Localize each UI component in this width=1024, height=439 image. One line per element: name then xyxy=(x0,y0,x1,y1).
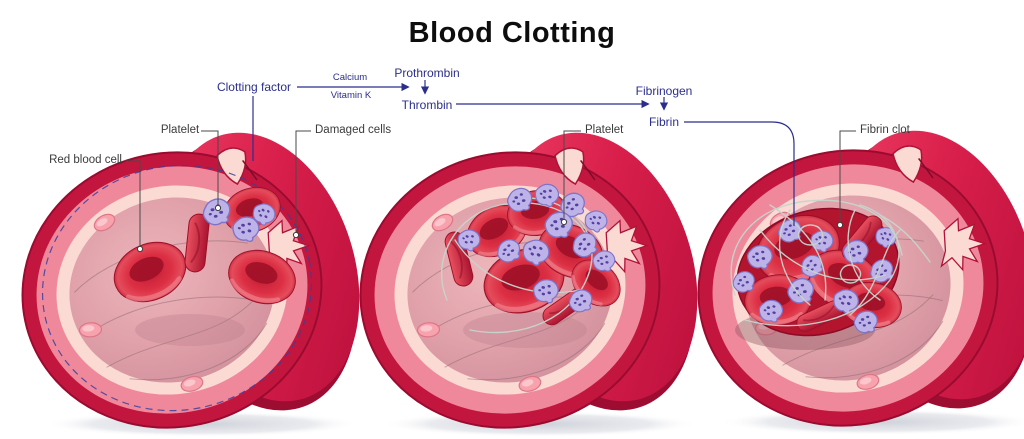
platelet-stage1-leader-line xyxy=(201,130,219,205)
lumen-shadow xyxy=(135,314,245,346)
label-fibrin-clot: Fibrin clot xyxy=(860,124,910,136)
lumen-shadow xyxy=(463,312,587,348)
flow-label-clotting-factor: Clotting factor xyxy=(216,80,292,94)
flow-label-vitamin-k: Vitamin K xyxy=(330,90,372,101)
blood-vessel-stage-3 xyxy=(673,105,1024,439)
fibrin-mesh xyxy=(730,199,931,327)
dashed-clotting-factor-outline xyxy=(41,164,313,412)
flow-label-fibrinogen: Fibrinogen xyxy=(635,84,693,98)
damaged-cells-leader-line xyxy=(295,130,311,232)
platelet-stage1-leader-dot xyxy=(214,204,222,212)
annotation-leader-lines xyxy=(125,130,856,253)
blood-vessel-stage-2 xyxy=(335,107,730,439)
fibrin-clot-leader-line xyxy=(839,130,856,222)
flow-label-prothrombin: Prothrombin xyxy=(394,66,460,80)
fibrin-clot-leader-dot xyxy=(836,221,844,229)
label-red-blood-cell: Red blood cell xyxy=(49,154,122,166)
label-damaged-cells: Damaged cells xyxy=(315,124,392,136)
blood-vessel-stage-1 xyxy=(0,107,392,439)
damaged-cells-leader-dot xyxy=(292,231,300,239)
fibrin-pointer-line xyxy=(684,121,795,226)
flow-chart-arrows xyxy=(252,80,795,226)
red-blood-cell-leader-line xyxy=(125,160,141,246)
page-title: Blood Clotting xyxy=(408,17,616,49)
flow-label-fibrin: Fibrin xyxy=(648,115,680,129)
label-platelet-stage2: Platelet xyxy=(585,124,624,136)
flow-label-calcium: Calcium xyxy=(332,72,368,83)
platelet-stage2-leader-dot xyxy=(560,218,568,226)
red-blood-cell-leader-dot xyxy=(136,245,144,253)
platelet-stage2-leader-line xyxy=(563,130,581,219)
label-platelet-stage1: Platelet xyxy=(160,124,200,136)
flow-label-thrombin: Thrombin xyxy=(401,98,453,112)
